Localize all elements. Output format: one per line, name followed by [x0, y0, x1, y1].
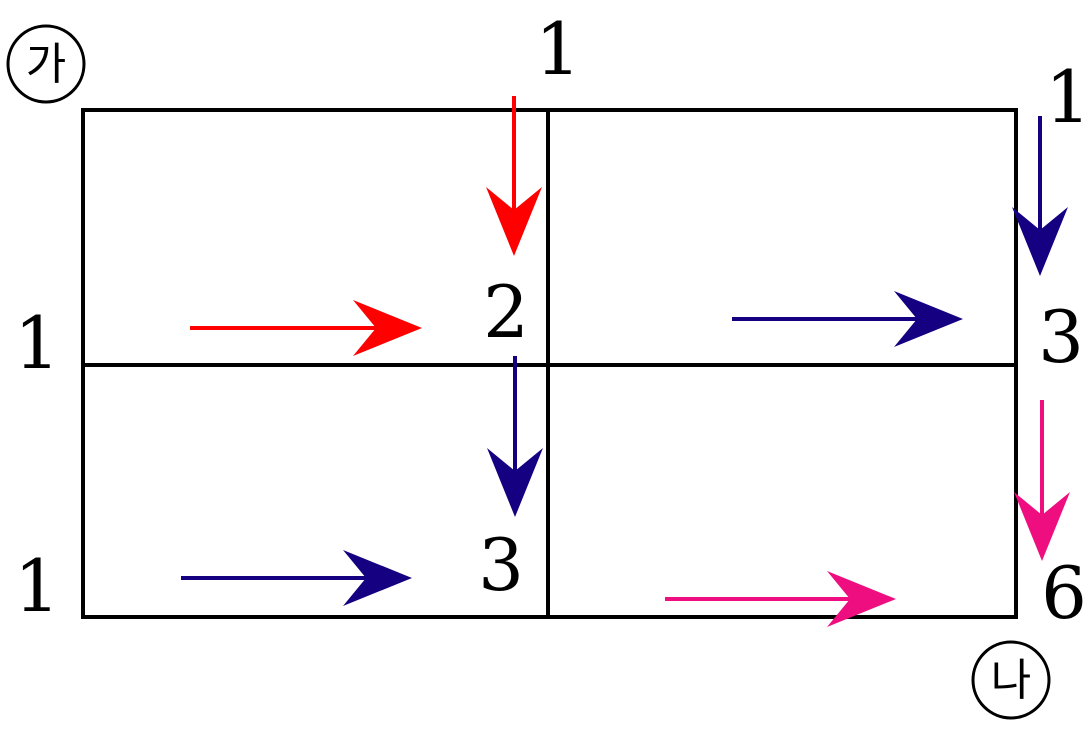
magenta-down-arrow-right — [1014, 400, 1070, 561]
count-left-top: 1 — [14, 301, 60, 385]
end-label: 나 — [991, 655, 1031, 706]
count-right-bottom: 6 — [1041, 551, 1087, 635]
navy-down-arrow-middle — [487, 356, 543, 517]
navy-right-arrow-top-right — [732, 291, 963, 347]
magenta-right-arrow-bottom-right — [665, 571, 896, 627]
count-center-top: 2 — [483, 270, 529, 354]
red-down-arrow-top — [486, 96, 542, 256]
end-marker: 나 — [971, 640, 1051, 720]
grid — [81, 108, 1018, 619]
start-circle — [6, 24, 86, 104]
start-marker: 가 — [6, 24, 86, 104]
count-center-bottom: 3 — [478, 523, 524, 607]
count-top-right: 1 — [1045, 55, 1090, 139]
count-left-bottom: 1 — [14, 544, 60, 628]
navy-down-arrow-right — [1012, 116, 1068, 276]
arrows — [181, 96, 1070, 627]
count-right-middle: 3 — [1038, 295, 1084, 379]
count-top-middle: 1 — [535, 7, 581, 91]
end-circle — [971, 640, 1051, 720]
red-right-arrow-left — [190, 300, 422, 356]
start-label: 가 — [26, 39, 66, 90]
navy-right-arrow-bottom-left — [181, 550, 412, 606]
